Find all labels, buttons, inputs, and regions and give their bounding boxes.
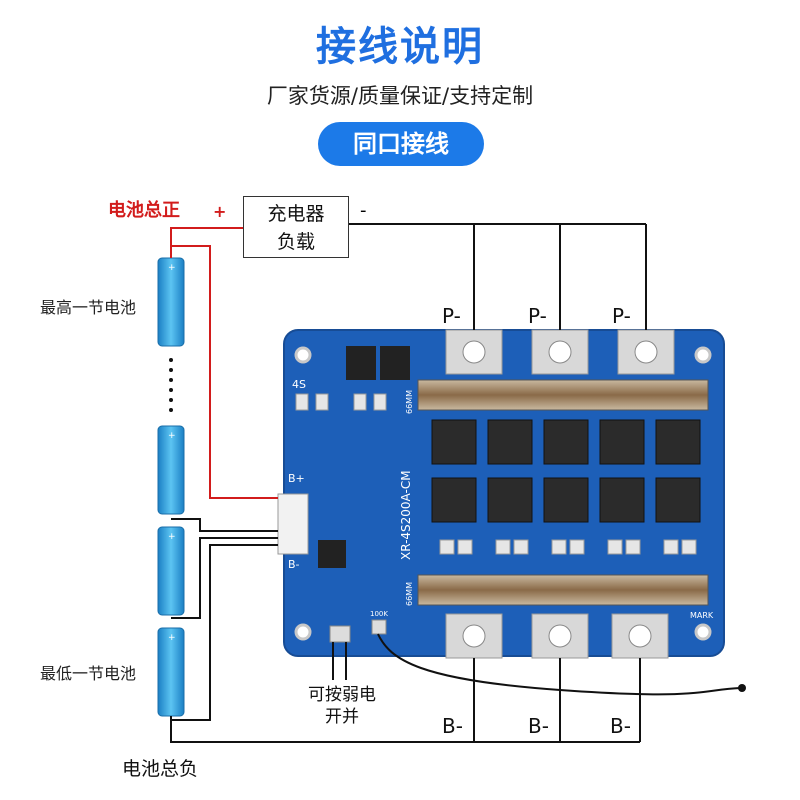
- board-model: XR-4S200A-CM: [399, 470, 413, 560]
- board-ntc: 100K: [370, 610, 388, 618]
- plus-sign: +: [213, 202, 227, 221]
- switch-pads: [329, 625, 351, 643]
- lowest-cell-label: 最低一节电池: [40, 664, 137, 683]
- load-label: 负载: [276, 231, 315, 253]
- b-minus-label-2: B-: [528, 714, 549, 738]
- p-minus-label-1: P-: [442, 304, 461, 328]
- negative-wires: [170, 223, 741, 743]
- regulator-ic-2: [380, 346, 410, 380]
- b-terminals: [445, 613, 669, 659]
- mosfet-array: [431, 419, 701, 523]
- b-minus-label-3: B-: [610, 714, 631, 738]
- connector-header: [277, 493, 309, 555]
- switch-label-line1: 可按弱电: [308, 685, 376, 705]
- minus-sign: -: [360, 200, 367, 221]
- positive-wires: [170, 227, 278, 499]
- board-series: 4S: [292, 378, 306, 391]
- bottom-busbar: [417, 574, 709, 606]
- switch-label: 可按弱电 开并: [302, 684, 382, 728]
- p-minus-label-2: P-: [528, 304, 547, 328]
- charger-label: 充电器: [267, 203, 325, 225]
- b-minus-label-1: B-: [442, 714, 463, 738]
- svg-text:+: +: [168, 263, 176, 273]
- smd-components: [295, 393, 697, 555]
- highest-cell-label: 最高一节电池: [40, 298, 137, 317]
- ntc-probe-tip: [738, 684, 746, 692]
- battery-plus-marks: + + + +: [168, 263, 176, 643]
- svg-text:+: +: [168, 633, 176, 643]
- battery-total-negative-label: 电池总负: [122, 758, 199, 780]
- battery-cells: [157, 257, 185, 717]
- svg-text:+: +: [168, 532, 176, 542]
- board-bminus: B-: [288, 558, 300, 571]
- battery-total-positive-label: 电池总正: [108, 200, 180, 221]
- ntc-pads: [371, 619, 387, 635]
- board-bplus: B+: [288, 472, 305, 485]
- mode-pill: 同口接线: [318, 122, 484, 166]
- page-subtitle: 厂家货源/质量保证/支持定制: [266, 84, 534, 108]
- board-mark: MARK: [690, 611, 714, 620]
- board-size-top: 66MM: [405, 390, 414, 414]
- p-minus-label-3: P-: [612, 304, 631, 328]
- ellipsis-dots: [169, 358, 173, 412]
- board-size-bottom: 66MM: [405, 582, 414, 606]
- regulator-ic: [346, 346, 376, 380]
- protection-ic: [318, 540, 346, 568]
- charger-load-box: 充电器 负载: [243, 196, 349, 258]
- p-terminals: [445, 329, 675, 375]
- mounting-holes: [294, 346, 712, 641]
- page-title: 接线说明: [316, 24, 484, 70]
- top-busbar: [417, 379, 709, 411]
- switch-label-line2: 开并: [325, 707, 359, 727]
- svg-text:+: +: [168, 431, 176, 441]
